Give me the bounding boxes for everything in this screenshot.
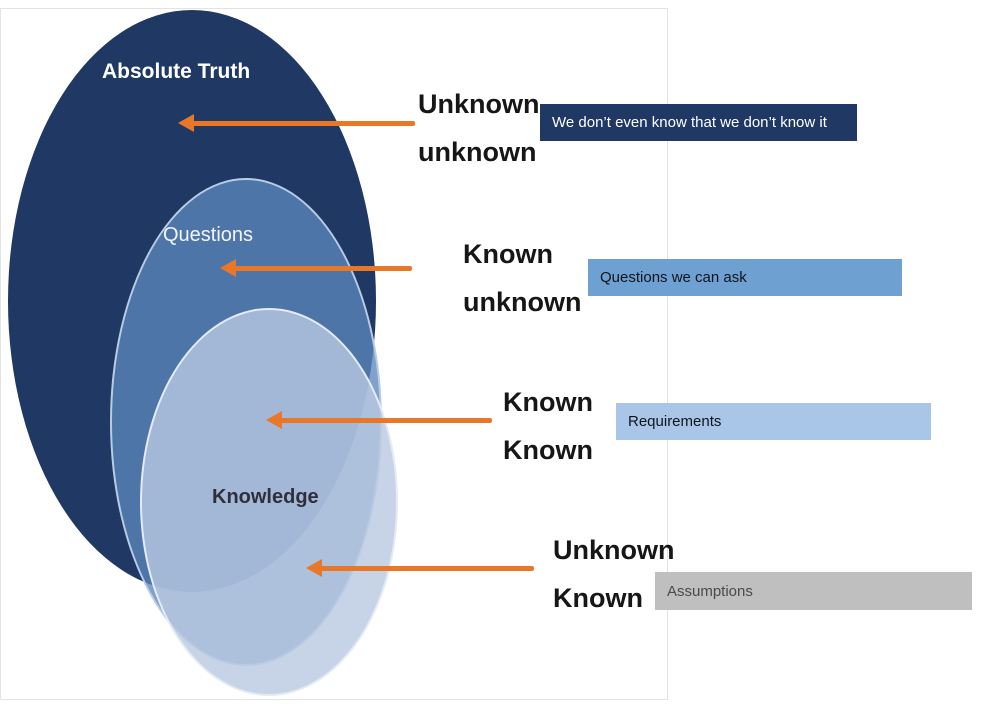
- annotation-unknown-unknown: Unknown unknown: [418, 80, 540, 176]
- arrow-left-icon: [178, 114, 194, 132]
- annotation-line: Known: [463, 239, 553, 269]
- arrow-unknown-known: [306, 559, 534, 577]
- arrow-line: [190, 121, 415, 126]
- annotation-known-unknown: Known unknown: [463, 230, 581, 326]
- annotation-known-known: Known Known: [503, 378, 593, 474]
- legend-bar-known-unknown: Questions we can ask: [588, 259, 902, 296]
- arrow-known-known: [266, 411, 492, 429]
- arrow-left-icon: [220, 259, 236, 277]
- arrow-left-icon: [266, 411, 282, 429]
- legend-bar-text: We don’t even know that we don’t know it: [552, 114, 827, 131]
- annotation-line: unknown: [463, 287, 582, 317]
- arrow-left-icon: [306, 559, 322, 577]
- arrow-line: [232, 266, 412, 271]
- legend-bar-known-known: Requirements: [616, 403, 931, 440]
- annotation-line: Known: [503, 387, 593, 417]
- arrow-line: [318, 566, 534, 571]
- annotation-unknown-known: Unknown Known: [553, 526, 675, 622]
- arrow-line: [278, 418, 492, 423]
- legend-bar-text: Requirements: [628, 413, 722, 430]
- legend-bar-unknown-unknown: We don’t even know that we don’t know it: [540, 104, 857, 141]
- annotation-line: Unknown: [553, 535, 675, 565]
- arrow-unknown-unknown: [178, 114, 415, 132]
- arrow-known-unknown: [220, 259, 412, 277]
- questions-label: Questions: [163, 224, 254, 246]
- legend-bar-text: Questions we can ask: [600, 269, 747, 286]
- knowledge-label: Knowledge: [212, 486, 319, 508]
- annotation-line: Unknown: [418, 89, 540, 119]
- legend-bar-unknown-known: Assumptions: [655, 572, 972, 610]
- annotation-line: Known: [503, 435, 593, 465]
- absolute-truth-label: Absolute Truth: [102, 60, 251, 83]
- slide-frame: [0, 8, 668, 700]
- annotation-line: Known: [553, 583, 643, 613]
- annotation-line: unknown: [418, 137, 537, 167]
- legend-bar-text: Assumptions: [667, 582, 753, 600]
- ellipse-knowledge: [140, 308, 398, 696]
